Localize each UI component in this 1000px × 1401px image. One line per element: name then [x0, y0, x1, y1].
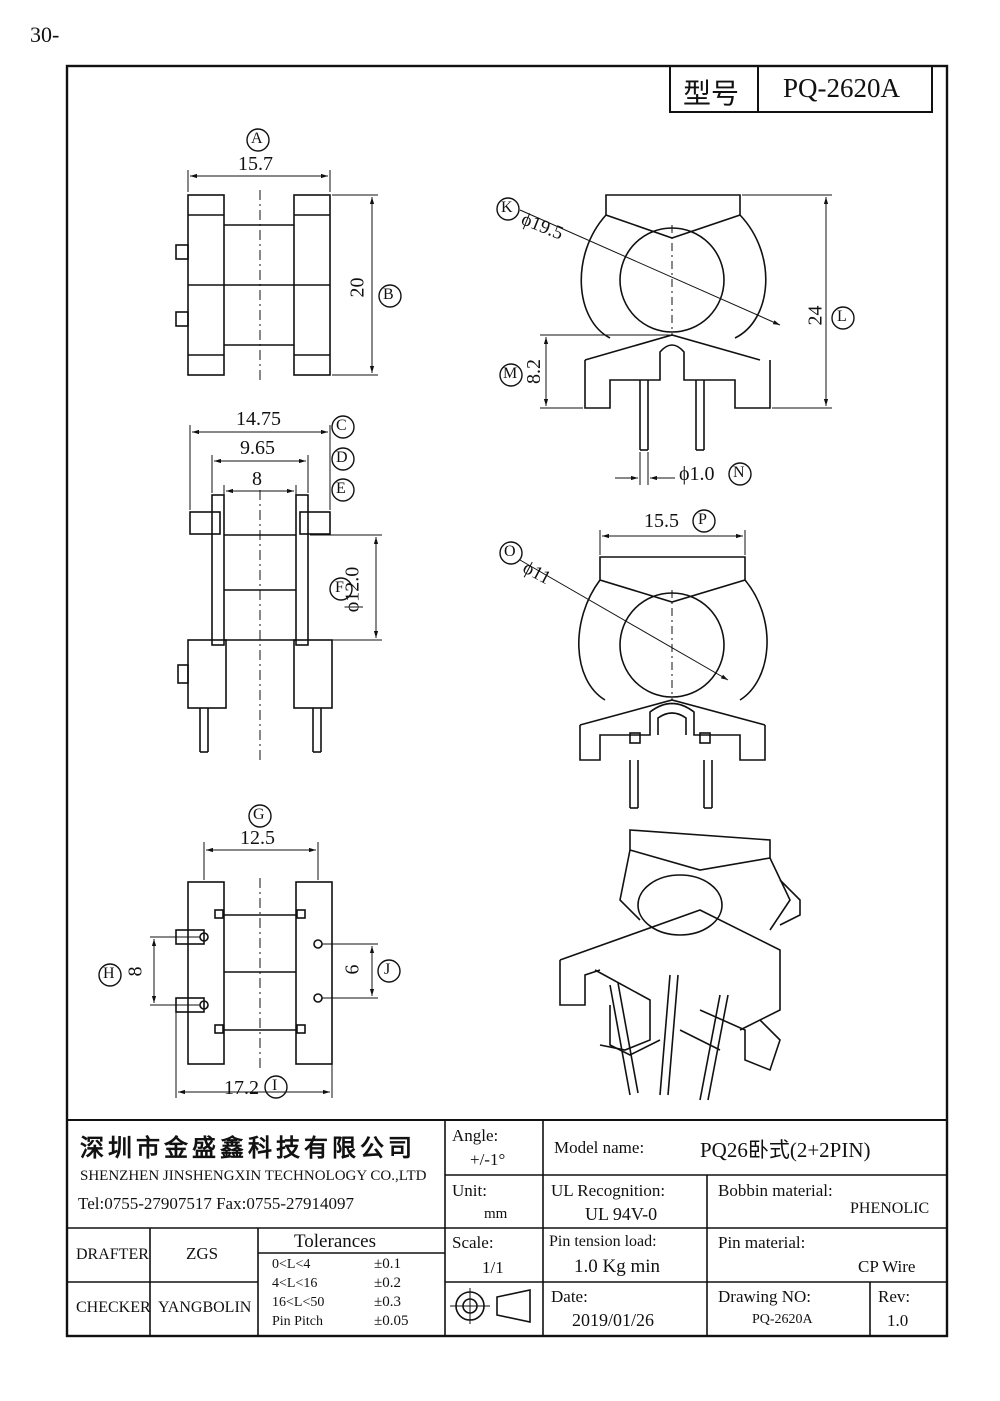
dim-letter-p: P: [698, 511, 707, 528]
dim-letter-b: B: [383, 286, 394, 303]
dim-value-h: 8: [124, 966, 147, 977]
pin-material-value: CP Wire: [858, 1257, 916, 1276]
model-name-label: Model name:: [554, 1138, 645, 1157]
dim-letter-h: H: [103, 965, 115, 982]
dim-value-j: 6: [341, 964, 364, 975]
date-label: Date:: [551, 1287, 588, 1306]
rev-value: 1.0: [887, 1311, 909, 1330]
company-name-cn: 深圳市金盛鑫科技有限公司: [80, 1134, 416, 1162]
dim-value-p: 15.5: [644, 510, 679, 532]
title-block-grid: [67, 1119, 947, 1336]
type-label: 型号: [683, 77, 740, 110]
pin-tension-value: 1.0 Kg min: [574, 1256, 661, 1277]
drawing-no-label: Drawing NO:: [718, 1287, 812, 1306]
dim-value-m: 8.2: [523, 359, 545, 384]
bobbin-label: Bobbin material:: [718, 1181, 833, 1200]
view-isometric: [559, 829, 801, 1101]
dim-value-n: ϕ1.0: [679, 463, 715, 485]
tolerances-title: Tolerances: [294, 1231, 377, 1252]
scale-label: Scale:: [452, 1233, 494, 1252]
dim-letter-k: K: [501, 199, 513, 216]
angle-label: Angle:: [452, 1126, 499, 1145]
tolerance-value: ±0.3: [374, 1294, 401, 1310]
scale-value: 1/1: [482, 1258, 504, 1277]
tolerance-value: ±0.2: [374, 1275, 401, 1291]
company-contact: Tel:0755-27907517 Fax:0755-27914097: [78, 1194, 354, 1213]
dim-letter-j: J: [384, 961, 391, 978]
dim-value-g: 12.5: [240, 827, 275, 849]
bobbin-value: PHENOLIC: [850, 1200, 930, 1217]
view-top-left: [175, 170, 378, 380]
tolerance-range: 16<L<50: [272, 1295, 325, 1310]
dim-letter-d: D: [336, 449, 348, 466]
dim-value-c: 14.75: [236, 408, 281, 430]
dim-letter-a: A: [251, 130, 263, 147]
tolerance-range: 0<L<4: [272, 1257, 311, 1272]
dim-letter-i: I: [272, 1077, 278, 1094]
dim-letter-m: M: [503, 365, 518, 382]
angle-value: +/-1°: [470, 1150, 506, 1169]
dim-letter-o: O: [504, 543, 516, 560]
dim-letter-l: L: [837, 308, 847, 325]
ul-value: UL 94V-0: [585, 1204, 658, 1224]
drafter-label: DRAFTER: [76, 1246, 149, 1263]
unit-label: Unit:: [452, 1181, 487, 1200]
dim-letter-g: G: [253, 806, 265, 823]
pin-material-label: Pin material:: [718, 1233, 806, 1252]
sheet-border: [65, 64, 949, 1338]
page-number: 30-: [30, 22, 60, 47]
ul-label: UL Recognition:: [551, 1181, 666, 1200]
view-top-right: [519, 194, 832, 485]
tolerance-range: Pin Pitch: [272, 1314, 323, 1329]
rev-label: Rev:: [878, 1287, 911, 1306]
dim-letter-c: C: [336, 417, 347, 434]
checker-value: YANGBOLIN: [158, 1299, 252, 1316]
tolerance-value: ±0.1: [374, 1256, 401, 1272]
checker-label: CHECKER: [76, 1299, 151, 1316]
model-code: PQ-2620A: [783, 73, 901, 103]
tolerance-range: 4<L<16: [272, 1276, 318, 1291]
dim-letter-n: N: [733, 464, 745, 481]
drafter-value: ZGS: [186, 1244, 219, 1263]
company-name-en: SHENZHEN JINSHENGXIN TECHNOLOGY CO.,LTD: [80, 1168, 427, 1184]
dim-value-b: 20: [346, 277, 369, 298]
model-name-value: PQ26卧式(2+2PIN): [700, 1138, 871, 1162]
pin-tension-label: Pin tension load:: [549, 1233, 657, 1250]
dim-value-l: 24: [804, 305, 827, 326]
date-value: 2019/01/26: [572, 1310, 655, 1330]
drawing-no-value: PQ-2620A: [752, 1312, 813, 1327]
dim-letter-f: F: [335, 579, 344, 596]
dim-value-d: 9.65: [240, 437, 275, 459]
dim-value-a: 15.7: [238, 153, 273, 175]
tolerance-value: ±0.05: [374, 1313, 409, 1329]
view-bottom-left: [150, 842, 378, 1098]
unit-value: mm: [484, 1206, 508, 1222]
dim-value-f: ϕ12.0: [341, 566, 364, 613]
view-mid-right: [519, 530, 768, 809]
dim-letter-e: E: [336, 480, 346, 497]
view-mid-left: [177, 425, 382, 760]
dim-value-e: 8: [252, 468, 262, 490]
dim-value-i: 17.2: [224, 1077, 259, 1099]
